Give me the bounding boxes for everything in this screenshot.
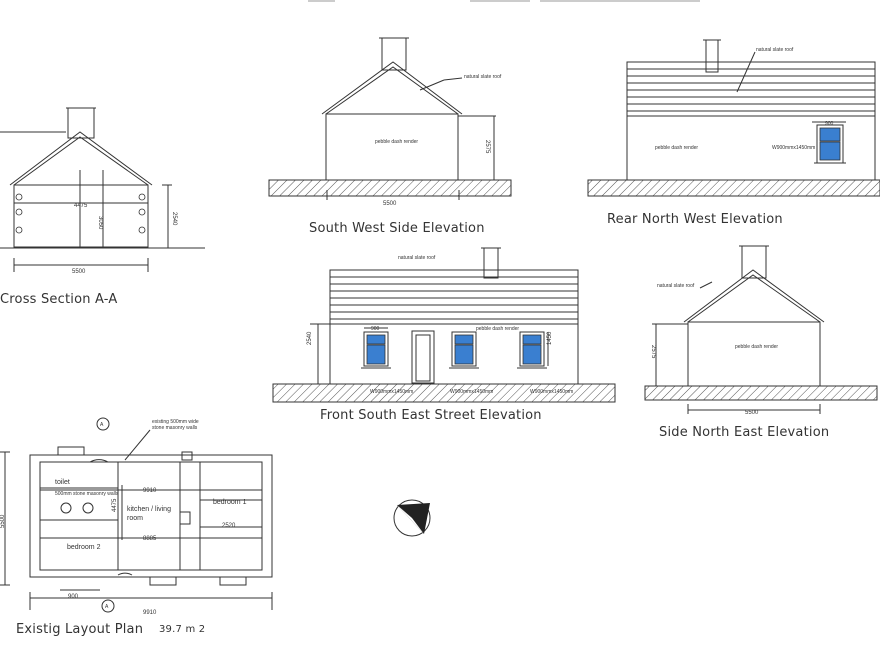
caption-front-south-east: Front South East Street Elevation [320,408,542,423]
plan-walls-note-1: existing 500mm wide [152,419,199,425]
front-window-note-3: W900mmx1450mm [530,389,573,395]
front-elevation-drawing [310,247,579,385]
room-kitchen-2: room [127,515,143,522]
dim-4475: 4475 [74,203,88,209]
rear-render-note: pebble dash render [655,145,698,151]
front-window-glass [366,334,542,365]
room-bedroom-1: bedroom 1 [213,499,247,506]
ne-render-note: pebble dash render [735,344,778,350]
sw-roof-note: natural slate roof [464,74,502,80]
front-window-note-2: W900mmx1450mm [450,389,493,395]
dim-plan-9910: 9910 [143,488,157,494]
front-window-note-1: W900mmx1450mm [370,389,413,395]
dim-2575-ne: 2575 [650,345,656,359]
sw-render-note: pebble dash render [375,139,418,145]
dim-plan-9910-bottom: 9910 [143,610,157,616]
dim-1450-front: 1450 [547,331,553,345]
front-render-note: pebble dash render [476,326,519,332]
dim-plan-5500: 5500 [0,514,6,528]
south-west-elevation-drawing [321,37,496,200]
dim-plan-2520: 2520 [222,523,236,529]
room-bedroom-2: bedroom 2 [67,544,101,551]
caption-layout-plan: Existig Layout Plan [16,622,144,637]
room-toilet: toilet [55,479,70,486]
dim-5500-ne: 5500 [745,410,759,416]
plan-marker-bottom: A [105,604,109,610]
dim-5500-sw: 5500 [383,201,397,207]
dim-2575-sw: 2575 [484,140,490,154]
plan-walls-note-2: stone masonry walls [152,425,198,431]
dim-plan-4475: 4475 [112,498,118,512]
dim-plan-8885: 8885 [143,536,157,542]
dim-2540-front: 2540 [307,331,313,345]
caption-rear-north-west: Rear North West Elevation [607,212,783,227]
dim-plan-900: 900 [68,594,79,600]
plan-marker-top: A [100,422,104,428]
dim-3050: 3050 [97,216,103,230]
front-roof-note: natural slate roof [398,255,436,261]
north-arrow-icon [393,499,431,537]
dim-2540-section: 2540 [171,212,177,226]
rear-roof-note: natural slate roof [756,47,794,53]
caption-area: 39.7 m 2 [159,624,206,635]
front-window-dim: 900 [371,326,380,332]
room-kitchen: kitchen / living [127,506,171,513]
rear-north-west-elevation-drawing [626,39,876,181]
layout-plan-drawing [0,417,273,613]
rear-window-note: W900mmx1450mm [772,145,815,151]
plan-stone-note: 500mm stone masonry walls [55,491,119,497]
caption-south-west: South West Side Elevation [309,221,485,236]
cross-section-drawing [0,107,205,272]
dim-5500-section: 5500 [72,269,86,275]
rear-window-dim: 900 [825,121,834,127]
caption-side-north-east: Side North East Elevation [659,425,830,440]
ne-roof-note: natural slate roof [657,283,695,289]
caption-cross-section: Cross Section A-A [0,292,118,307]
